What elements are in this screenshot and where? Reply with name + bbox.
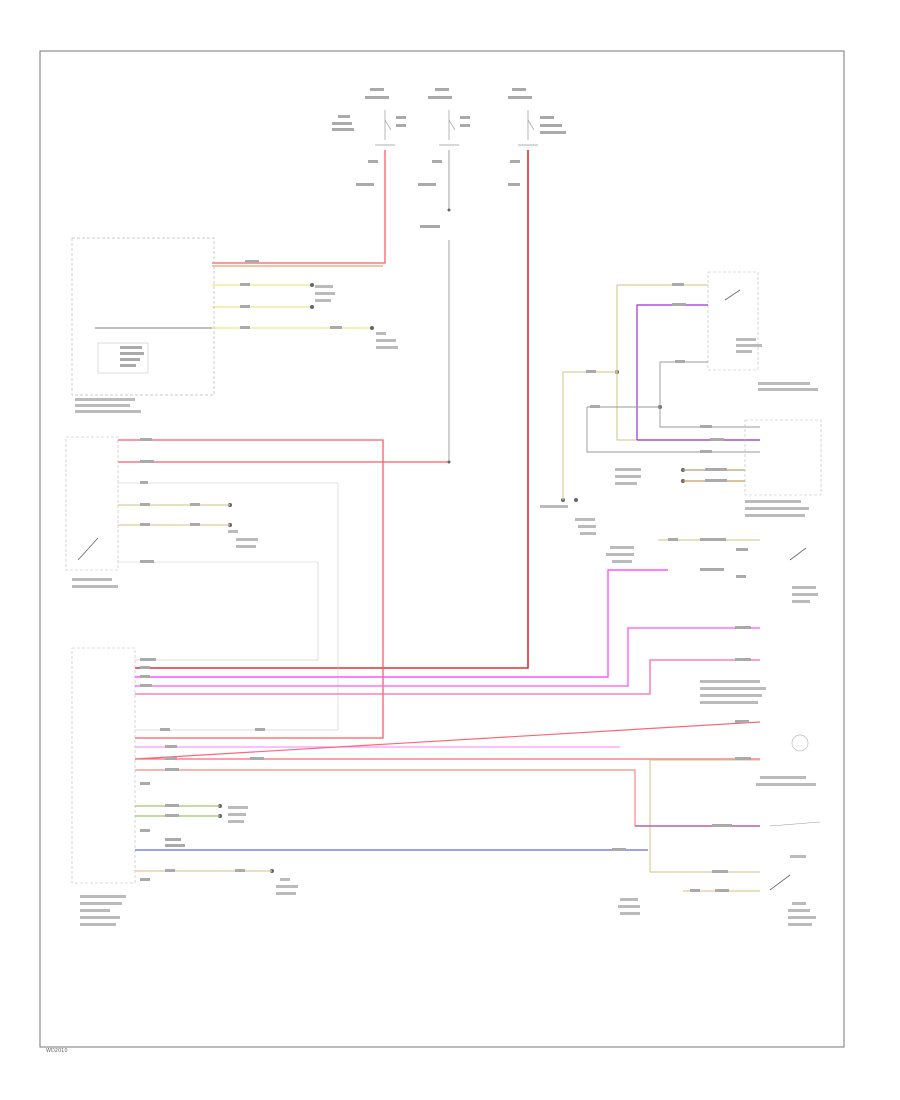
release-switch-box [707, 271, 759, 371]
wire-yellow-cluster [212, 284, 372, 329]
lamp-icon [791, 734, 809, 752]
rear-lid-switch-box [65, 436, 119, 571]
sensor-connector-box [744, 419, 822, 496]
wire-red-fuse3-main [135, 150, 529, 669]
fuse-group [375, 110, 538, 146]
wire-purple-right-top [636, 304, 760, 441]
wire-tan-right-mid [562, 371, 617, 500]
footer-code: WD2010 [46, 1048, 68, 1054]
wire-magenta-2 [135, 627, 760, 687]
wire-tan-switch [118, 504, 230, 526]
connector-dots [218, 208, 685, 873]
diagram-frame [39, 50, 845, 1048]
wire-red-6 [135, 769, 760, 827]
wire-gray-right [586, 361, 760, 453]
instrument-cluster-box [71, 237, 215, 396]
wire-red-cluster-lower [118, 439, 449, 739]
wire-red-fuse1 [212, 150, 386, 264]
fuse-labels [332, 88, 566, 228]
control-module-box [71, 647, 136, 884]
wire-red-5 [134, 721, 761, 760]
wire-tan-right-top [616, 284, 760, 441]
wire-tags [140, 260, 751, 892]
wire-magenta-1 [135, 569, 668, 678]
wire-pink-3 [135, 659, 760, 695]
